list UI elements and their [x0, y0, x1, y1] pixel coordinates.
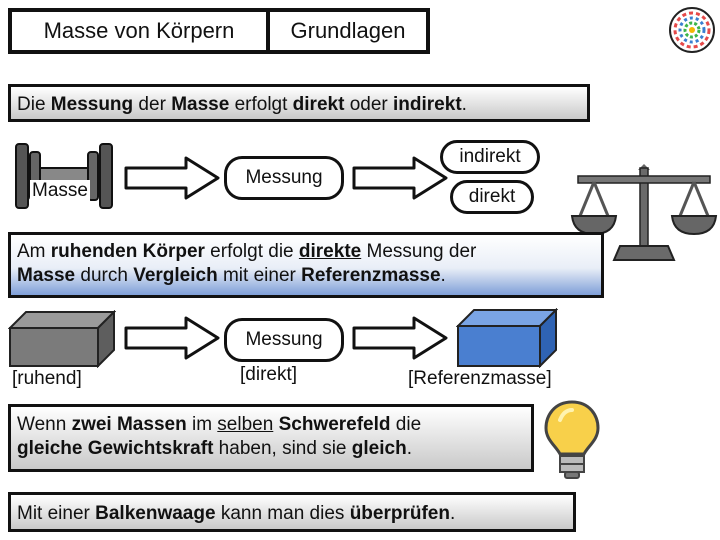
- indirekt-badge: indirekt: [440, 140, 540, 174]
- arrow-right-icon: [352, 156, 448, 200]
- page-title: Masse von Körpern: [12, 12, 266, 50]
- statement-direct-measurement: Am ruhenden Körper erfolgt die direkte M…: [8, 232, 604, 298]
- dumbbell-icon: [15, 143, 113, 209]
- statement-balance-check: Mit einer Balkenwaage kann man dies über…: [8, 492, 576, 532]
- ruhend-label: [ruhend]: [12, 368, 82, 389]
- masse-label: Masse: [30, 180, 90, 202]
- logo-icon: [669, 7, 715, 53]
- gray-block-icon: [8, 310, 116, 368]
- messung-badge: Messung: [224, 156, 344, 200]
- statement-equal-weight: Wenn zwei Massen im selben Schwerefeld d…: [8, 404, 534, 472]
- messung-badge-2: Messung: [224, 318, 344, 362]
- direkt-label: [direkt]: [240, 364, 298, 385]
- referenzmasse-label: [Referenzmasse]: [408, 368, 552, 389]
- direkt-badge: direkt: [450, 180, 534, 214]
- arrow-right-icon: [124, 316, 220, 360]
- light-bulb-icon: [544, 400, 600, 479]
- arrow-right-icon: [124, 156, 220, 200]
- arrow-right-icon: [352, 316, 448, 360]
- blue-block-icon: [456, 308, 558, 368]
- statement-measurement: Die Messung der Masse erfolgt direkt ode…: [8, 84, 590, 122]
- page-subtitle: Grundlagen: [270, 12, 426, 50]
